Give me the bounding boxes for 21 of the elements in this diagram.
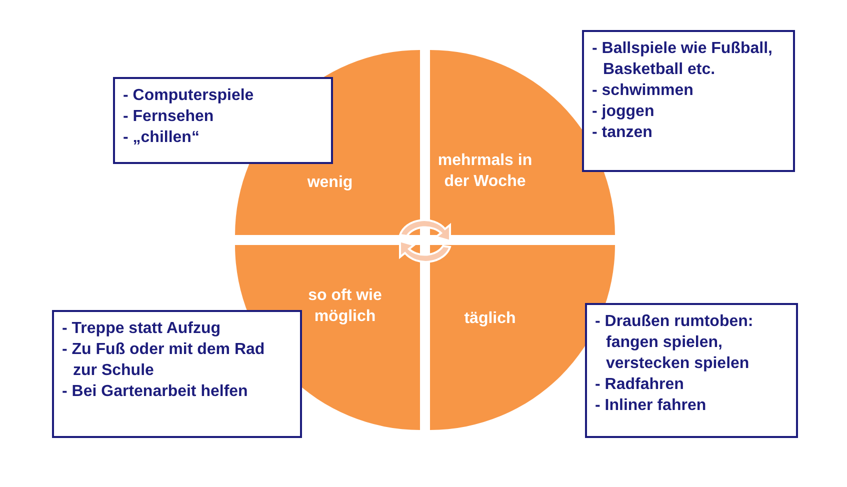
list-item: - Ballspiele wie Fußball, Basketball etc.	[592, 39, 774, 80]
quadrant-label: so oft wie möglich	[307, 286, 383, 327]
list-item: - tanzen	[592, 123, 654, 143]
list-item: - joggen	[592, 102, 656, 122]
list-item: - Draußen rumtoben: fangen spielen, verstecken spielen	[595, 312, 754, 374]
quadrant-label: täglich	[463, 309, 517, 329]
list-item: - Treppe statt Aufzug	[62, 319, 222, 339]
quadrant-label: wenig	[306, 173, 354, 193]
text-box	[582, 30, 795, 172]
list-item: - „chillen“	[123, 128, 200, 148]
list-item: - Computerspiele	[123, 86, 255, 106]
quadrant-label: mehrmals in der Woche	[436, 151, 534, 192]
list-item: - Inliner fahren	[595, 396, 708, 416]
list-item: - Fernsehen	[123, 107, 215, 127]
text-box	[113, 77, 333, 164]
list-item: - Bei Gartenarbeit helfen	[62, 382, 249, 402]
text-box	[52, 310, 302, 438]
text-box	[585, 303, 798, 438]
list-item: - Zu Fuß oder mit dem Rad zur Schule	[62, 340, 266, 381]
list-item: - Radfahren	[595, 375, 685, 395]
list-item: - schwimmen	[592, 81, 694, 101]
